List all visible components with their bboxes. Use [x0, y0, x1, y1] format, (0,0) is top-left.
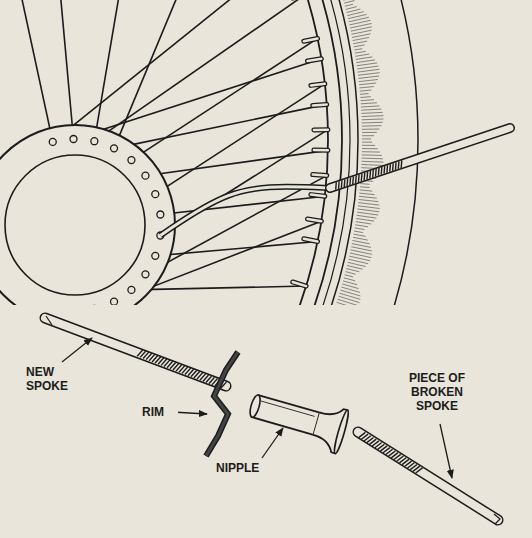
- leader-line: [62, 338, 92, 362]
- part-label: NEW SPOKE: [24, 364, 80, 394]
- wheel-view: [0, 0, 510, 305]
- part-label: RIM: [140, 404, 178, 420]
- leader-line: [262, 428, 283, 458]
- leader-line: [440, 424, 452, 478]
- part-label: NIPPLE: [214, 460, 278, 476]
- part-label: PIECE OF BROKEN SPOKE: [398, 370, 476, 414]
- leader-lines: [62, 338, 452, 478]
- spoke-detail: [45, 316, 500, 524]
